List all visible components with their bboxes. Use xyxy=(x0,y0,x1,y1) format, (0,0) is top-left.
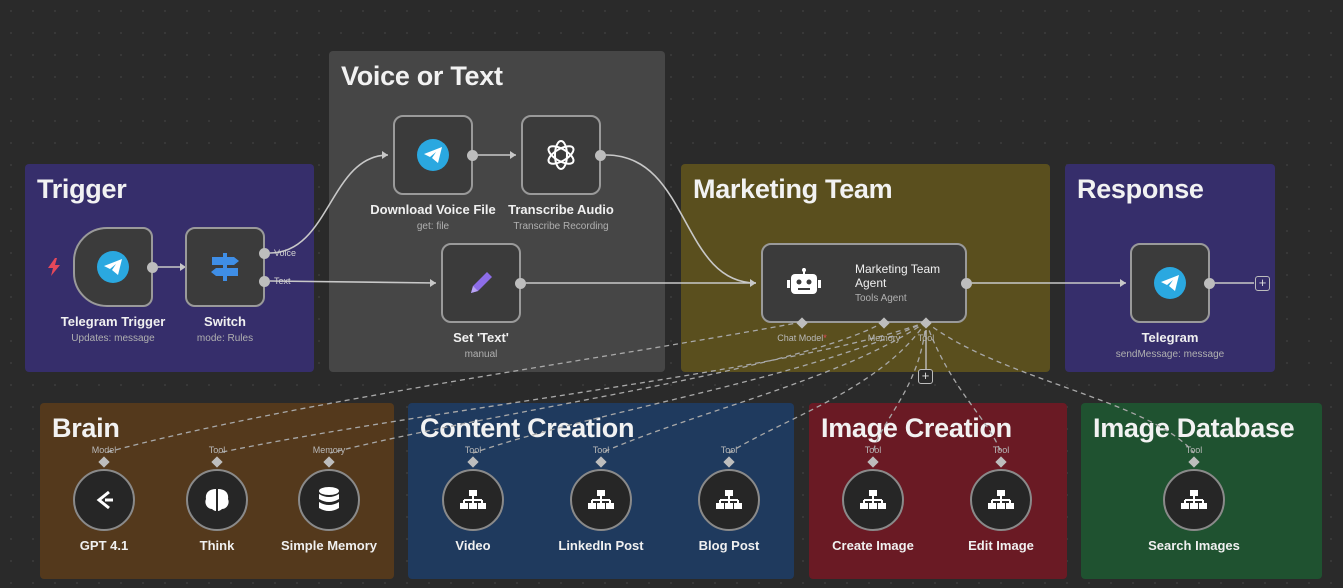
tool-port-label: Tool xyxy=(720,445,738,455)
group-title: Trigger xyxy=(37,174,127,204)
node-label: Telegram xyxy=(1141,330,1199,345)
node-label: Switch xyxy=(204,314,246,329)
tool-port-label: Tool xyxy=(917,333,935,343)
add-tool-button[interactable]: + xyxy=(918,369,933,384)
tool-port-label: Memory xyxy=(312,445,346,455)
node-sublabel: manual xyxy=(464,349,498,360)
sitemap-icon xyxy=(716,490,742,509)
node-sublabel: mode: Rules xyxy=(196,333,254,344)
edit-image-tool-node[interactable] xyxy=(970,469,1032,531)
telegram-icon xyxy=(1154,267,1186,299)
switch-node[interactable] xyxy=(185,227,265,307)
tool-port-label: Tool xyxy=(992,445,1010,455)
sitemap-icon xyxy=(1181,490,1207,509)
transcribe-audio-node[interactable] xyxy=(521,115,601,195)
switch-output-text-handle[interactable] xyxy=(259,276,270,287)
switch-output-voice-label: Voice xyxy=(274,248,297,258)
agent-label-line2: Agent xyxy=(855,276,887,290)
linkedin-post-tool-node[interactable] xyxy=(570,469,632,531)
marketing-team-agent-node[interactable]: Marketing Team Agent Tools Agent xyxy=(761,243,967,323)
sitemap-icon xyxy=(988,490,1014,509)
tool-label: Blog Post xyxy=(698,538,760,553)
output-handle[interactable] xyxy=(467,150,478,161)
sitemap-icon xyxy=(588,490,614,509)
signpost-icon xyxy=(211,253,239,281)
telegram-icon xyxy=(417,139,449,171)
group-title: Image Database xyxy=(1093,413,1295,443)
agent-label-line1: Marketing Team xyxy=(855,262,941,276)
sitemap-icon xyxy=(460,490,486,509)
output-handle[interactable] xyxy=(595,150,606,161)
node-sublabel: Updates: message xyxy=(71,333,155,344)
node-label: Transcribe Audio xyxy=(508,202,614,217)
group-title: Image Creation xyxy=(821,413,1012,443)
group-title: Response xyxy=(1077,174,1204,204)
video-tool-node[interactable] xyxy=(442,469,504,531)
think-tool-node[interactable] xyxy=(186,469,248,531)
openai-icon xyxy=(547,140,575,170)
node-label: Set 'Text' xyxy=(453,330,509,345)
tool-label: Video xyxy=(455,538,491,553)
node-label: Download Voice File xyxy=(370,202,496,217)
tool-port-label: Tool xyxy=(592,445,610,455)
tool-label: GPT 4.1 xyxy=(79,538,129,553)
tool-label: LinkedIn Post xyxy=(558,538,644,553)
tool-port-label: Tool xyxy=(864,445,882,455)
create-image-tool-node[interactable] xyxy=(842,469,904,531)
output-handle[interactable] xyxy=(147,262,158,273)
group-trigger[interactable]: Trigger xyxy=(25,164,314,372)
switch-output-text-label: Text xyxy=(274,276,291,286)
database-icon xyxy=(319,487,339,511)
gpt-model-node[interactable] xyxy=(73,469,135,531)
tool-port-label: Tool xyxy=(208,445,226,455)
switch-output-voice-handle[interactable] xyxy=(259,248,270,259)
output-handle[interactable] xyxy=(515,278,526,289)
blog-post-tool-node[interactable] xyxy=(698,469,760,531)
telegram-trigger-node[interactable] xyxy=(73,227,153,307)
telegram-send-node[interactable] xyxy=(1130,243,1210,323)
tool-label: Search Images xyxy=(1148,538,1240,553)
output-handle[interactable] xyxy=(1204,278,1215,289)
group-title: Content Creation xyxy=(420,413,635,443)
tool-port-label: Tool xyxy=(1185,445,1203,455)
memory-port-label: Memory xyxy=(867,333,901,343)
search-images-tool-node[interactable] xyxy=(1163,469,1225,531)
tool-port-label: Tool xyxy=(464,445,482,455)
node-label: Telegram Trigger xyxy=(60,314,166,329)
gpt-icon xyxy=(96,490,113,510)
group-title: Marketing Team xyxy=(693,174,893,204)
sitemap-icon xyxy=(860,490,886,509)
chat-model-port-label: Chat Model* xyxy=(777,333,827,343)
download-voice-file-node[interactable] xyxy=(393,115,473,195)
node-sublabel: sendMessage: message xyxy=(1115,349,1225,360)
robot-icon xyxy=(787,268,821,294)
tool-label: Think xyxy=(199,538,235,553)
tool-label: Edit Image xyxy=(968,538,1034,553)
node-sublabel: get: file xyxy=(416,221,450,232)
tool-label: Create Image xyxy=(832,538,914,553)
group-title: Voice or Text xyxy=(341,61,503,91)
brain-icon xyxy=(205,489,229,511)
pencil-icon xyxy=(471,272,492,293)
add-node-button[interactable]: + xyxy=(1255,276,1270,291)
output-handle[interactable] xyxy=(961,278,972,289)
group-title: Brain xyxy=(52,413,120,443)
lightning-icon xyxy=(48,258,60,276)
tool-port-label: Model xyxy=(91,445,117,455)
agent-sublabel: Tools Agent xyxy=(855,293,907,304)
simple-memory-node[interactable] xyxy=(298,469,360,531)
set-text-node[interactable] xyxy=(441,243,521,323)
tool-label: Simple Memory xyxy=(280,538,378,553)
telegram-icon xyxy=(97,251,129,283)
node-sublabel: Transcribe Recording xyxy=(513,221,609,232)
